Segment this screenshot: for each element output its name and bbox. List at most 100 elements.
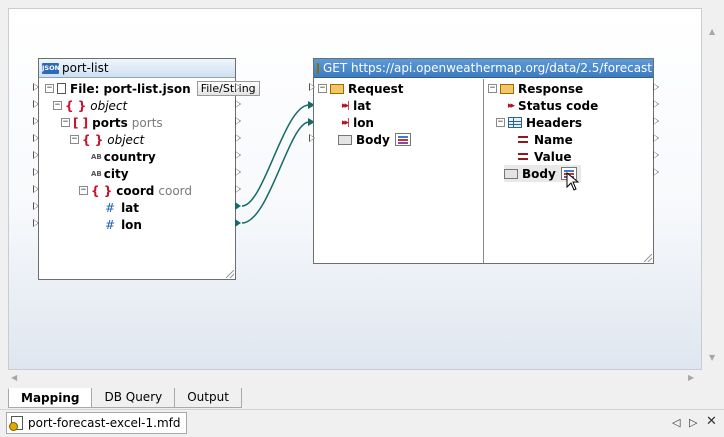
lon-output-connector[interactable] [235,219,241,227]
scroll-left-icon[interactable]: ◀ [11,373,18,382]
tab-output[interactable]: Output [174,388,242,408]
header-name-label: Name [534,132,573,147]
input-connector[interactable] [33,134,39,142]
resize-grip[interactable] [226,270,234,278]
mapping-canvas[interactable]: JSON port-list − File: port-list.json Fi… [8,8,702,370]
resize-grip[interactable] [644,254,652,262]
headers-label: Headers [526,115,583,130]
header-name-row[interactable]: Name [518,131,573,148]
response-body-label: Body [522,166,556,181]
ports-label: ports [92,115,128,130]
object-icon: { } [91,183,113,198]
message-icon [500,83,514,94]
scroll-up-icon[interactable]: ▲ [709,27,716,36]
tree-object-root[interactable]: − { } object [53,97,127,114]
output-connector[interactable] [235,117,241,125]
output-connector[interactable] [235,151,241,159]
vertical-scrollbar[interactable]: ▲ ▼ [702,8,724,387]
collapse-toggle[interactable]: − [53,100,62,110]
response-output-connector[interactable] [653,83,659,91]
headers-row[interactable]: − Headers [496,114,582,131]
input-connector[interactable] [33,83,39,91]
tree-object-item[interactable]: − { } object [70,131,144,148]
source-component-title[interactable]: JSON port-list [39,59,235,78]
parameter-icon: ▸▸| [342,117,350,128]
body-settings-button[interactable] [394,133,411,146]
document-tab-bar: port-forecast-excel-1.mfd ◁ ▷ ✕ [0,409,724,437]
file-string-button[interactable]: File/String [196,81,260,96]
lat-label: lat [121,200,140,215]
input-connector[interactable] [33,219,39,227]
collapse-toggle[interactable]: − [45,83,54,93]
collapse-toggle[interactable]: − [488,83,497,93]
string-icon: AB [91,169,102,178]
collapse-toggle[interactable]: − [496,117,505,127]
message-icon [330,83,344,94]
tree-country[interactable]: AB country [91,148,156,165]
output-connector[interactable] [235,168,241,176]
input-connector[interactable] [33,202,39,210]
request-lon-label: lon [353,115,374,130]
tree-city[interactable]: AB city [91,165,129,182]
input-connector[interactable] [33,168,39,176]
next-tab-icon[interactable]: ▷ [689,416,698,429]
lat-connection[interactable] [241,104,310,207]
horizontal-scrollbar[interactable]: ◀ ▶ [8,370,702,387]
coord-alias: coord [158,183,192,198]
headers-output-connector[interactable] [653,117,659,125]
file-row[interactable]: − File: port-list.json File/String [45,80,260,97]
input-connector[interactable] [33,185,39,193]
tree-coord[interactable]: − { } coord coord [79,182,192,199]
request-input-connector[interactable] [309,83,315,91]
request-row[interactable]: − Request [318,80,404,97]
collapse-toggle[interactable]: − [70,134,79,144]
coord-label: coord [116,183,155,198]
request-lat-row[interactable]: ▸▸| lat [342,97,371,114]
webservice-title[interactable]: GET https://api.openweathermap.org/data/… [314,59,653,78]
response-row[interactable]: − Response [488,80,583,97]
output-connector[interactable] [235,185,241,193]
prev-tab-icon[interactable]: ◁ [672,416,681,429]
lon-connection[interactable] [241,121,310,224]
input-connector[interactable] [33,100,39,108]
source-component[interactable]: JSON port-list − File: port-list.json Fi… [38,58,260,280]
value-output-connector[interactable] [653,151,659,159]
request-lon-row[interactable]: ▸▸| lon [342,114,374,131]
response-label: Response [518,81,584,96]
tree-ports[interactable]: − [ ] ports ports [61,114,163,131]
status-output-connector[interactable] [653,100,659,108]
webservice-component[interactable]: GET https://api.openweathermap.org/data/… [313,58,654,264]
header-value-label: Value [534,149,572,164]
input-connector[interactable] [33,117,39,125]
output-connector[interactable] [235,83,241,91]
close-icon[interactable]: ✕ [706,414,717,429]
collapse-toggle[interactable]: − [79,185,88,195]
lat-output-connector[interactable] [235,202,241,210]
body-output-connector[interactable] [653,168,659,176]
tab-mapping[interactable]: Mapping [8,388,93,408]
scroll-right-icon[interactable]: ▶ [688,373,695,382]
city-label: city [103,166,129,181]
tree-lat[interactable]: # lat [105,199,139,216]
input-connector[interactable] [33,151,39,159]
output-connector[interactable] [235,134,241,142]
header-value-row[interactable]: Value [518,148,572,165]
output-connector[interactable] [235,100,241,108]
name-output-connector[interactable] [653,134,659,142]
document-tab-label: port-forecast-excel-1.mfd [28,416,181,430]
body-input-connector[interactable] [309,134,315,142]
collapse-toggle[interactable]: − [61,117,70,127]
object-icon: { } [82,132,104,147]
mapping-file-icon [9,416,23,431]
tab-db-query[interactable]: DB Query [91,388,176,408]
json-icon: JSON [42,62,61,74]
mouse-cursor-icon [566,172,580,191]
request-body-row[interactable]: Body [338,131,411,148]
scroll-down-icon[interactable]: ▼ [709,353,716,362]
request-response-divider [483,79,484,263]
tree-lon[interactable]: # lon [105,216,142,233]
status-code-row[interactable]: ▸▸ Status code [508,97,598,114]
collapse-toggle[interactable]: − [318,83,327,93]
document-tab[interactable]: port-forecast-excel-1.mfd [6,412,188,434]
attribute-icon [518,153,528,160]
